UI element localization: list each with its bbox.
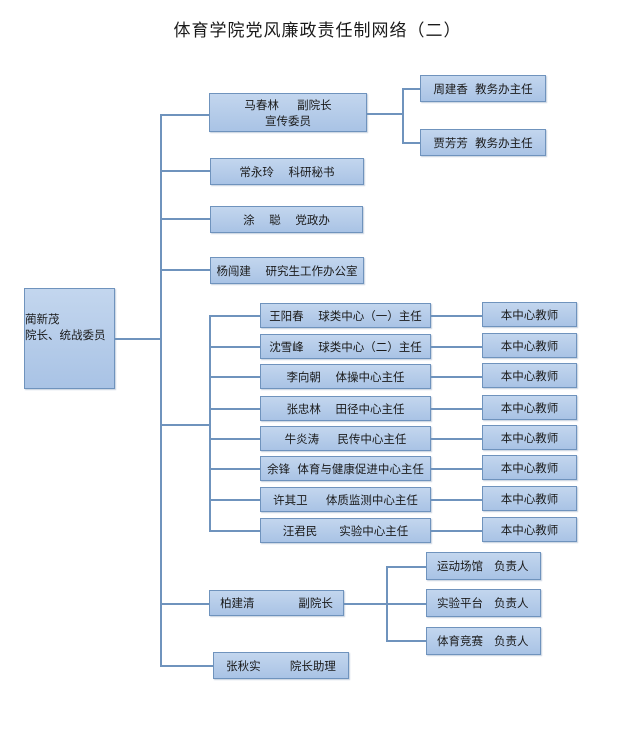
root-node: 蔺新茂 院长、统战委员: [24, 288, 115, 389]
connector: [402, 142, 421, 144]
connector: [431, 438, 483, 440]
center-head-node: 余锋 体育与健康促进中心主任: [260, 456, 431, 481]
node-competition: 体育竞赛 负责人: [426, 627, 541, 655]
connector: [209, 499, 261, 501]
node-bai-jianqing: 柏建清 副院长: [209, 590, 344, 616]
connector: [386, 603, 427, 605]
connector: [209, 315, 261, 317]
connector: [402, 88, 421, 90]
center-staff-node: 本中心教师: [482, 363, 577, 388]
center-staff-node: 本中心教师: [482, 517, 577, 542]
connector: [209, 408, 261, 410]
center-staff-node: 本中心教师: [482, 425, 577, 450]
connector: [431, 408, 483, 410]
node-jia-fangfang: 贾芳芳 教务办主任: [420, 129, 546, 156]
center-staff-node: 本中心教师: [482, 333, 577, 358]
center-head-node: 王阳春 球类中心（一）主任: [260, 303, 431, 328]
center-staff-node: 本中心教师: [482, 395, 577, 420]
connector: [160, 269, 210, 271]
connector: [160, 665, 214, 667]
node-venue: 运动场馆 负责人: [426, 552, 541, 580]
connector: [386, 640, 427, 642]
node-lab-platform: 实验平台 负责人: [426, 589, 541, 617]
root-name: 蔺新茂: [25, 312, 60, 326]
connector: [160, 218, 210, 220]
connector: [209, 530, 261, 532]
center-staff-node: 本中心教师: [482, 455, 577, 480]
connector: [386, 566, 427, 568]
connector: [160, 170, 210, 172]
connector: [160, 603, 210, 605]
connector: [431, 315, 483, 317]
center-head-node: 李向朝 体操中心主任: [260, 364, 431, 389]
center-head-node: 张忠林 田径中心主任: [260, 396, 431, 421]
center-head-node: 许其卫 体质监测中心主任: [260, 487, 431, 512]
connector: [160, 114, 210, 116]
connector: [367, 113, 403, 115]
connector: [115, 338, 161, 340]
connector: [402, 88, 404, 143]
connector: [431, 468, 483, 470]
centers-trunk: [209, 316, 211, 530]
connector: [344, 603, 387, 605]
connector: [209, 376, 261, 378]
connector: [431, 499, 483, 501]
connector: [209, 438, 261, 440]
center-head-node: 牛炎涛 民传中心主任: [260, 426, 431, 451]
connector: [209, 468, 261, 470]
connector: [431, 346, 483, 348]
chart-title: 体育学院党风廉政责任制网络（二）: [173, 21, 462, 41]
center-head-node: 沈雪峰 球类中心（二）主任: [260, 334, 431, 359]
node-chang-yongling: 常永玲 科研秘书: [210, 158, 364, 185]
node-tu-cong: 涂 聪 党政办: [210, 206, 363, 233]
node-zhou-jianxiang: 周建香 教务办主任: [420, 75, 546, 102]
main-trunk: [160, 115, 162, 666]
center-staff-node: 本中心教师: [482, 302, 577, 327]
connector: [209, 346, 261, 348]
node-ma-chunlin: 马春林 副院长 宣传委员: [209, 93, 367, 132]
center-staff-node: 本中心教师: [482, 486, 577, 511]
center-head-node: 汪君民 实验中心主任: [260, 518, 431, 543]
connector: [431, 376, 483, 378]
root-role: 院长、统战委员: [25, 328, 106, 342]
connector: [160, 424, 210, 426]
node-zhang-qiushi: 张秋实 院长助理: [213, 652, 349, 679]
connector: [431, 530, 483, 532]
node-yang-chuangjian: 杨闯建 研究生工作办公室: [210, 257, 364, 284]
